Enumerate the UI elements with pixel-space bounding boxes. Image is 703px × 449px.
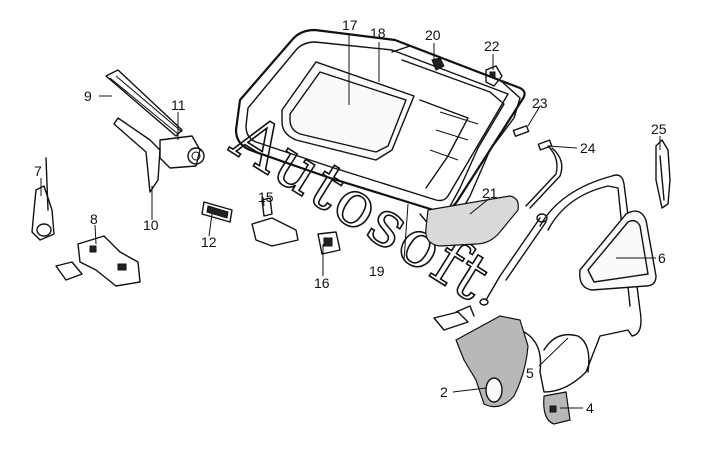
part-quarter-glass [579,210,657,291]
callout-18: 18 [370,25,386,41]
part-latch-16 [317,231,341,255]
part-trim-panel [425,195,519,247]
callout-17: 17 [342,17,358,33]
part-lock-8 [55,235,141,287]
leader-lines [40,35,661,409]
part-clip-20 [431,57,445,71]
callout-5: 5 [526,365,534,381]
callout-11: 11 [171,97,186,113]
part-rod-7 [31,157,55,241]
callout-labels: 17 18 20 22 23 24 25 21 6 19 5 2 4 16 15… [34,17,667,416]
callout-25: 25 [651,121,667,137]
part-tailgate-frame [234,28,526,214]
part-hinge-25 [655,139,671,209]
part-wiper-motor [159,135,205,169]
callout-9: 9 [84,88,92,104]
callout-15: 15 [258,189,274,205]
callout-24: 24 [580,140,596,156]
callout-7: 7 [34,163,42,179]
callout-10: 10 [143,217,159,233]
callout-2: 2 [440,384,448,400]
part-badge [201,201,233,223]
callout-23: 23 [532,95,548,111]
part-bracket-4 [543,391,571,425]
callout-19: 19 [369,263,385,279]
part-seal-strips [512,125,563,209]
callout-22: 22 [484,38,500,54]
part-rear-glass [281,61,415,161]
part-striker-15 [251,197,299,247]
part-quarter-panel [499,174,642,393]
callout-16: 16 [314,275,330,291]
part-lower-bracket [433,305,475,331]
callout-21: 21 [482,185,498,201]
callout-12: 12 [201,234,217,250]
part-wheel-arch-liner [455,315,529,408]
part-gas-strut [479,213,548,306]
part-clip-22 [485,65,503,87]
part-wiper-arm [113,117,161,193]
callout-6: 6 [658,250,666,266]
part-wiper-blade [105,69,183,137]
callout-8: 8 [90,211,98,227]
callout-4: 4 [586,400,594,416]
callout-20: 20 [425,27,441,43]
